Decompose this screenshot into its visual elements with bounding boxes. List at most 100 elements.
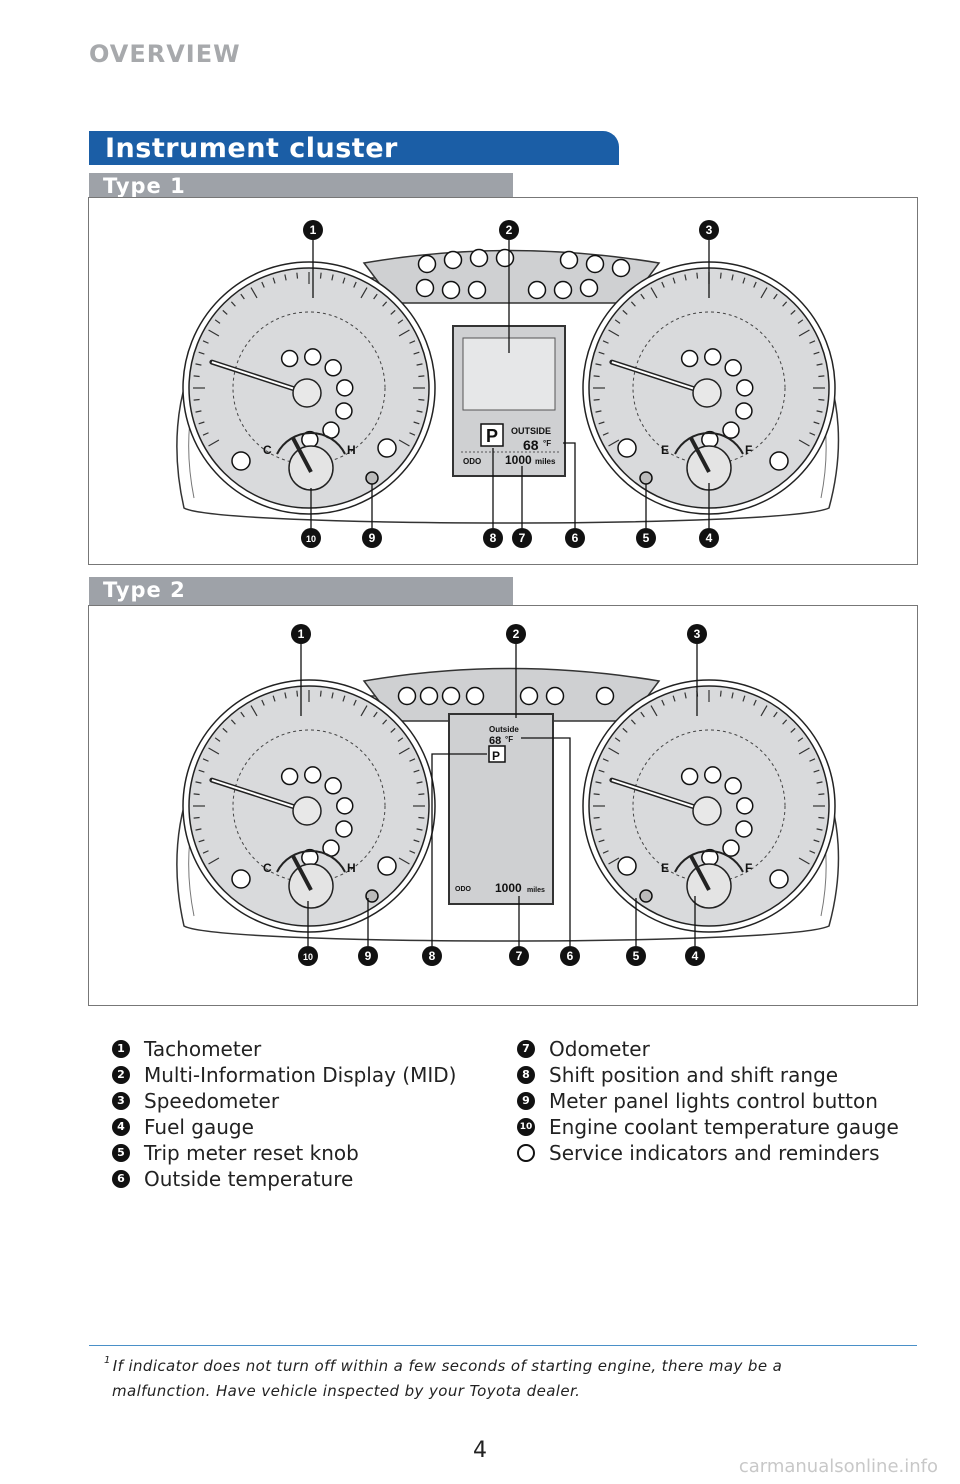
- callout-circle: [699, 220, 719, 240]
- callout-badge: 9: [517, 1092, 535, 1110]
- callout-10: 10: [298, 946, 318, 966]
- dial-tick: [193, 398, 200, 401]
- section-header: OVERVIEW: [89, 40, 241, 68]
- trip-reset-knob: [639, 471, 653, 485]
- callout-badge: 6: [112, 1170, 130, 1188]
- callout-circle: [506, 624, 526, 644]
- dial-tick: [640, 711, 645, 718]
- dial-tick: [240, 711, 245, 718]
- dial-tick: [608, 857, 620, 865]
- callout-7: 7: [512, 528, 532, 548]
- callout-7: 7: [509, 946, 529, 966]
- callout-number: 2: [513, 627, 520, 641]
- dial-tick: [222, 727, 228, 733]
- title-bar: Instrument cluster: [89, 131, 619, 165]
- dial-tick: [813, 839, 820, 843]
- shift-indicator-box: [480, 423, 504, 447]
- dial-tick: [409, 340, 416, 344]
- subgauge-needle: [689, 855, 711, 891]
- indicator-light: [419, 686, 439, 706]
- indicator-light: [579, 278, 599, 298]
- callout-badge: 10: [517, 1118, 535, 1136]
- dial-tick: [398, 439, 410, 447]
- warning-light: [703, 348, 722, 366]
- dial-tick: [418, 816, 425, 819]
- dial-tick: [672, 277, 676, 284]
- dial-tick: [193, 375, 200, 378]
- dial-tick: [413, 839, 420, 843]
- dial-tick: [818, 398, 825, 401]
- subgauge-label-left: C: [263, 443, 272, 457]
- subgauge-arc: [276, 850, 346, 873]
- callout-number: 6: [567, 949, 574, 963]
- callout-circle: [298, 946, 318, 966]
- callout-circle: [358, 946, 378, 966]
- footnote-marker: 1: [104, 1355, 111, 1366]
- dial-tick: [782, 301, 788, 307]
- dial-tick: [214, 319, 221, 324]
- indicator-light: [397, 686, 417, 706]
- dial-tick: [593, 816, 600, 819]
- callout-badge: 2: [112, 1066, 130, 1084]
- dial-tick: [250, 287, 258, 299]
- dial-tick: [650, 287, 658, 299]
- warning-light: [736, 797, 754, 815]
- needle-highlight: [211, 779, 308, 812]
- dial-tick: [630, 301, 636, 307]
- needle-highlight: [611, 779, 708, 812]
- callout-number: 9: [365, 949, 372, 963]
- dial-tick: [353, 281, 357, 288]
- dial-tick: [331, 274, 334, 281]
- callout-number: 4: [692, 949, 699, 963]
- callout-badge: 5: [112, 1144, 130, 1162]
- indicator-light: [519, 686, 539, 706]
- dial-tick: [602, 432, 609, 436]
- indicator-light: [441, 686, 461, 706]
- dial-tick: [250, 705, 258, 717]
- dial-tick: [790, 309, 796, 315]
- subgauge-label-left: C: [263, 861, 272, 875]
- dial-tick: [195, 410, 202, 413]
- dial-tick: [272, 277, 276, 284]
- warning-light: [336, 379, 354, 397]
- type1-tab: Type 1: [89, 173, 513, 201]
- dial-tick: [602, 758, 609, 762]
- dial-tick: [208, 747, 220, 755]
- dial-tick: [593, 398, 600, 401]
- dial-inner-ring: [232, 729, 386, 883]
- dial-tick: [261, 699, 265, 706]
- dial-tick: [773, 711, 778, 718]
- warning-light: [769, 451, 789, 471]
- indicator-light: [611, 258, 631, 278]
- dial-tick: [331, 692, 334, 699]
- callout-number: 10: [303, 952, 313, 962]
- leader-line: [521, 737, 571, 946]
- footnote-divider: [89, 1345, 917, 1346]
- callout-number: 9: [369, 531, 376, 545]
- callout-circle: [301, 528, 321, 548]
- indicator-strip: [362, 667, 661, 722]
- subgauge-needle: [291, 437, 313, 473]
- dial-tick: [608, 747, 620, 755]
- warning-light: [736, 379, 754, 397]
- callout-number: 10: [306, 534, 316, 544]
- needle-hub: [692, 378, 722, 408]
- dial-tick: [413, 421, 420, 425]
- dial-tick: [602, 340, 609, 344]
- dial-tick: [202, 758, 209, 762]
- indicator-light: [495, 248, 515, 268]
- dial-tick: [809, 758, 816, 762]
- warning-light: [724, 359, 742, 377]
- dial-tick: [208, 439, 220, 447]
- callout-circle: [499, 220, 519, 240]
- odo-label: ODO: [455, 886, 472, 893]
- callout-badge: 4: [112, 1118, 130, 1136]
- dial-tick: [630, 719, 636, 725]
- warning-light: [280, 349, 299, 368]
- dial-tick: [418, 375, 425, 378]
- dial-tick: [608, 439, 620, 447]
